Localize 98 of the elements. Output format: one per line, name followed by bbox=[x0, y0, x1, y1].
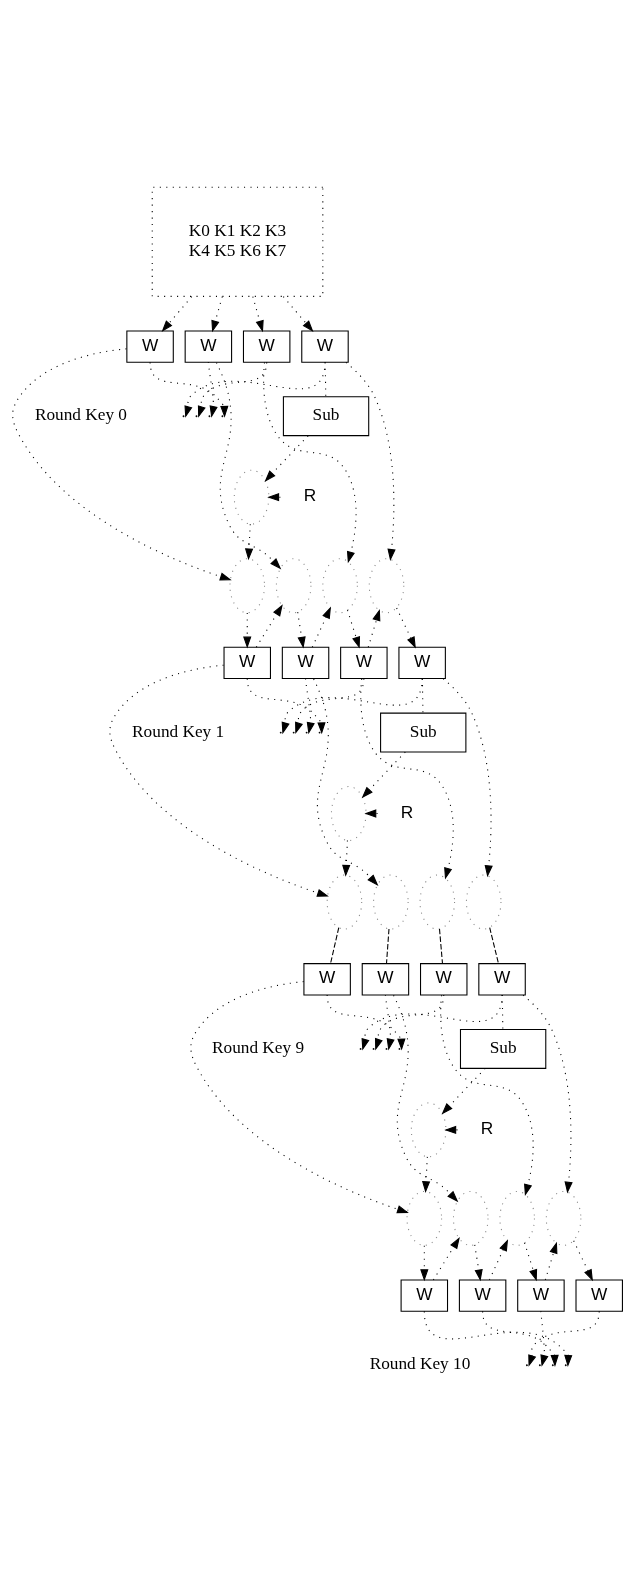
arrow bbox=[295, 677, 365, 734]
node-circle bbox=[419, 874, 456, 930]
arrow bbox=[297, 611, 306, 649]
node-box: Sub bbox=[459, 1028, 547, 1069]
node-box: W bbox=[301, 329, 349, 363]
arrow bbox=[367, 608, 381, 648]
arrow bbox=[207, 361, 218, 418]
arrow bbox=[184, 361, 326, 418]
node-text: R bbox=[303, 484, 317, 505]
node-box: W bbox=[420, 962, 468, 995]
node-box: Sub bbox=[380, 712, 467, 753]
arrow bbox=[361, 993, 503, 1050]
arrow bbox=[361, 751, 406, 798]
node-circle bbox=[452, 1190, 489, 1246]
arrow bbox=[432, 1236, 460, 1280]
node-box: W bbox=[126, 329, 174, 363]
node-circle bbox=[330, 785, 367, 841]
arrow bbox=[440, 994, 534, 1196]
arrow bbox=[246, 677, 326, 734]
node-box: W bbox=[478, 962, 526, 995]
arrow bbox=[540, 1310, 549, 1367]
arrow bbox=[441, 1067, 486, 1115]
arrow bbox=[244, 523, 254, 560]
node-box: W bbox=[517, 1278, 565, 1312]
node-circle bbox=[410, 1101, 447, 1157]
node-box: Sub bbox=[282, 395, 370, 436]
arrow bbox=[243, 612, 252, 648]
arrow bbox=[264, 434, 309, 482]
arrow bbox=[149, 361, 229, 418]
node-circle bbox=[229, 557, 266, 613]
node-box: W bbox=[400, 1278, 449, 1312]
node-circle bbox=[368, 557, 405, 613]
arrow bbox=[12, 347, 232, 581]
node-circle bbox=[499, 1190, 535, 1246]
label: Round Key 10 bbox=[369, 1353, 471, 1373]
node-text: R bbox=[480, 1117, 494, 1138]
node-box: W bbox=[458, 1278, 507, 1312]
arrow bbox=[488, 1238, 509, 1280]
node-box: W bbox=[184, 329, 233, 363]
arrow bbox=[482, 1310, 559, 1367]
connector bbox=[489, 926, 499, 964]
arrow bbox=[326, 993, 406, 1051]
arrow bbox=[267, 492, 281, 501]
node-box: W bbox=[303, 962, 351, 995]
label: Round Key 9 bbox=[212, 1037, 305, 1057]
arrow bbox=[252, 295, 264, 332]
arrow bbox=[522, 994, 573, 1194]
connector bbox=[330, 926, 340, 964]
connector bbox=[385, 927, 390, 964]
arrow bbox=[528, 1310, 600, 1367]
node-box: W bbox=[575, 1278, 623, 1312]
node-circle bbox=[322, 557, 358, 613]
arrow bbox=[109, 664, 329, 897]
arrow bbox=[346, 609, 361, 649]
arrow bbox=[442, 677, 493, 877]
arrow bbox=[255, 603, 283, 648]
arrow bbox=[345, 361, 396, 561]
node-circle bbox=[465, 874, 502, 930]
arrow bbox=[374, 993, 445, 1050]
arrow bbox=[190, 980, 409, 1213]
node-circle bbox=[326, 874, 363, 930]
node-box: W bbox=[281, 646, 330, 679]
node-box: W bbox=[340, 646, 388, 679]
node-box: W bbox=[398, 646, 446, 679]
label: Round Key 0 bbox=[34, 404, 128, 424]
arrow bbox=[474, 1243, 483, 1281]
arrow bbox=[420, 1244, 429, 1281]
node-circle bbox=[275, 557, 312, 613]
arrow bbox=[524, 1241, 538, 1281]
node-box: W bbox=[361, 962, 410, 995]
arrow bbox=[421, 1155, 431, 1193]
node-box: W bbox=[223, 646, 271, 679]
arrow bbox=[281, 677, 423, 734]
arrow bbox=[423, 1310, 573, 1367]
node-circle bbox=[406, 1190, 443, 1246]
arrow bbox=[360, 677, 454, 880]
node-circle bbox=[373, 874, 409, 930]
arrow bbox=[396, 607, 416, 649]
arrow bbox=[313, 677, 379, 886]
arrow bbox=[211, 295, 223, 332]
arrow bbox=[444, 1125, 458, 1134]
arrow bbox=[393, 994, 459, 1202]
node-box: W bbox=[242, 329, 291, 363]
arrow bbox=[282, 295, 314, 332]
label: Round Key 1 bbox=[132, 721, 225, 741]
node-circle bbox=[233, 469, 270, 525]
arrow bbox=[215, 361, 282, 570]
arrow bbox=[311, 606, 331, 648]
arrow bbox=[544, 1241, 558, 1280]
arrow bbox=[573, 1239, 593, 1281]
arrow bbox=[384, 993, 395, 1050]
node-text: R bbox=[400, 801, 414, 822]
node-circle bbox=[545, 1190, 582, 1246]
node-box: K0 K1 K2 K3 K4 K5 K6 K7 bbox=[151, 186, 324, 297]
connector bbox=[438, 927, 444, 964]
arrow bbox=[197, 361, 268, 418]
arrow bbox=[161, 295, 193, 332]
arrow bbox=[364, 808, 379, 818]
